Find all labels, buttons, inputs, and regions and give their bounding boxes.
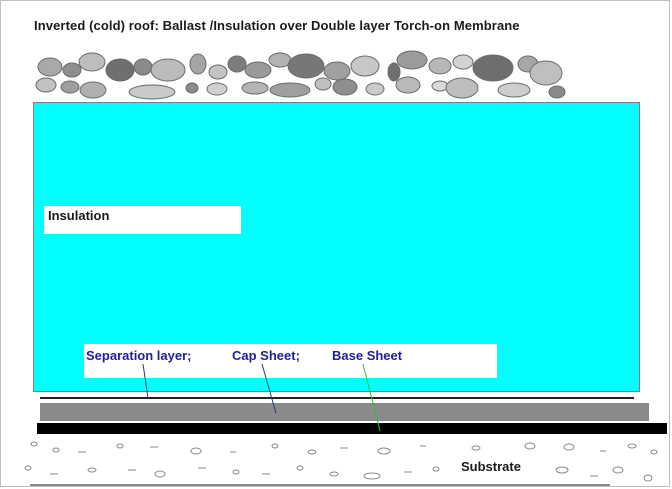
substrate-grain	[87, 467, 97, 473]
substrate-grain	[232, 469, 240, 475]
cap-sheet	[40, 403, 649, 421]
separation-leader-line	[142, 363, 149, 399]
base-sheet-label: Base Sheet	[332, 348, 403, 363]
substrate-grain	[271, 443, 279, 449]
substrate-grain	[52, 447, 60, 453]
substrate-grain	[329, 471, 339, 477]
substrate-grain	[555, 466, 569, 474]
substrate-grain	[24, 465, 32, 471]
substrate-grain	[307, 449, 317, 455]
substrate-grain	[471, 445, 481, 451]
diagram-title: Inverted (cold) roof: Ballast /Insulatio…	[34, 18, 520, 33]
substrate-grain	[650, 449, 658, 455]
substrate-grain	[154, 470, 166, 478]
substrate-grain	[643, 474, 653, 482]
insulation-block	[33, 102, 640, 392]
layer-labels-box	[84, 344, 497, 378]
separation-layer-label: Separation layer;	[86, 348, 192, 363]
base-sheet-leader-line	[362, 363, 381, 432]
separation-layer	[40, 397, 634, 399]
substrate-grain	[296, 465, 304, 471]
substrate-grain	[563, 443, 575, 451]
substrate-label: Substrate	[461, 459, 521, 474]
substrate-grain	[524, 442, 536, 450]
substrate-grain	[116, 443, 124, 449]
base-sheet	[37, 423, 667, 434]
substrate-grain	[30, 441, 38, 447]
substrate-grain	[377, 447, 391, 455]
cap-sheet-label: Cap Sheet;	[232, 348, 300, 363]
substrate-grain	[363, 472, 381, 480]
cap-sheet-leader-line	[261, 363, 277, 414]
insulation-label: Insulation	[44, 206, 241, 234]
substrate-grain	[432, 466, 440, 472]
substrate-edge	[30, 484, 610, 486]
substrate-grain	[612, 466, 624, 474]
substrate-grain	[627, 443, 637, 449]
substrate-grain	[190, 447, 202, 455]
